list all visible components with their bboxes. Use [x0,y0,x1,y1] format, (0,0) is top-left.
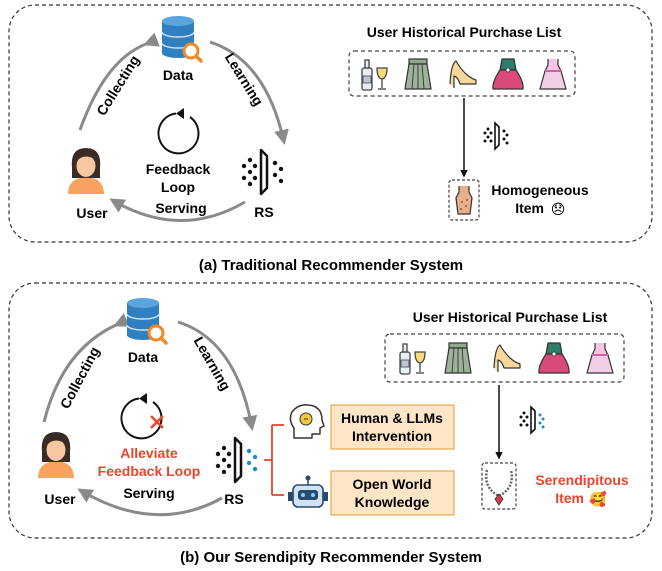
alleviate-label-2: Feedback Loop [98,463,201,479]
knowledge-bracket [264,424,284,496]
data-label: Data [163,67,194,83]
heel-icon [449,60,477,89]
serendipitous-item-box [481,462,517,510]
cross-icon [150,415,164,429]
panel-b-frame [8,282,653,539]
bottle-icon [361,59,388,91]
database-icon-b [125,296,168,345]
purchase-list-title: User Historical Purchase List [367,24,562,40]
collecting-arrow [78,32,160,131]
learning-arrow [209,40,289,145]
learning-arrow-b [177,320,258,431]
feedback-loop-label-1: Feedback [146,161,211,177]
human-llms-label-2: Intervention [352,428,432,444]
open-world-box [330,470,455,516]
alleviate-label-1: Alleviate [120,445,178,461]
necklace-icon [484,468,514,507]
feedback-loop-icon [157,107,200,155]
robot-icon [287,474,329,508]
open-world-label-1: Open World [352,476,431,492]
dress-icon [539,58,567,90]
open-world-label-2: Knowledge [355,494,430,510]
human-llms-label-1: Human & LLMs [341,410,443,426]
feedback-loop-label-2: Loop [161,179,195,195]
rs-model-icon [240,148,285,196]
database-icon [160,14,203,63]
purchase-list-title-b: User Historical Purchase List [413,309,608,325]
feedback-loop-icon-b [120,392,163,440]
human-llms-box [330,404,455,450]
rs-small-icon-b [518,406,546,434]
skirt-icon-b [444,342,472,374]
user-label: User [76,205,108,221]
brain-icon [289,404,325,439]
serving-label-b: Serving [123,485,174,501]
homogeneous-item-box [448,179,480,221]
user-icon [68,148,104,194]
rs-label: RS [254,204,273,220]
homogeneous-label-2: Item [515,200,544,216]
user-icon-b [38,432,74,478]
rs-small-icon [482,122,510,150]
skirt-icon [404,58,432,90]
dress-icon-b [586,342,614,374]
data-label-b: Data [128,349,159,365]
love-emoji-icon: 🥰 [589,490,607,508]
serving-arrow [109,198,246,222]
caption-a: (a) Traditional Recommender System [199,257,463,274]
collecting-arrow-b [42,313,131,423]
purchase-list-box [348,50,576,97]
gown-icon-b [538,342,570,374]
caption-b: (b) Our Serendipity Recommender System [180,549,482,566]
gown-icon [492,58,524,90]
panel-a-frame [8,4,653,243]
sad-emoji-icon: 😞 [551,202,566,218]
rs-label-b: RS [224,491,243,507]
serving-label: Serving [155,200,206,216]
homogeneous-label-1: Homogeneous [491,182,588,198]
serendipitous-label-2: Item [555,490,584,506]
heel-icon-b [493,344,521,373]
serving-arrow-b [77,488,223,517]
collecting-label-b: Collecting [57,344,103,411]
user-label-b: User [44,491,76,507]
serendipitous-label-1: Serendipitous [535,472,629,488]
purchase-list-box-b [384,333,625,383]
homogeneous-item-icon [455,185,473,215]
rs-model-icon-b [214,436,259,484]
bottle-icon-b [399,343,426,375]
